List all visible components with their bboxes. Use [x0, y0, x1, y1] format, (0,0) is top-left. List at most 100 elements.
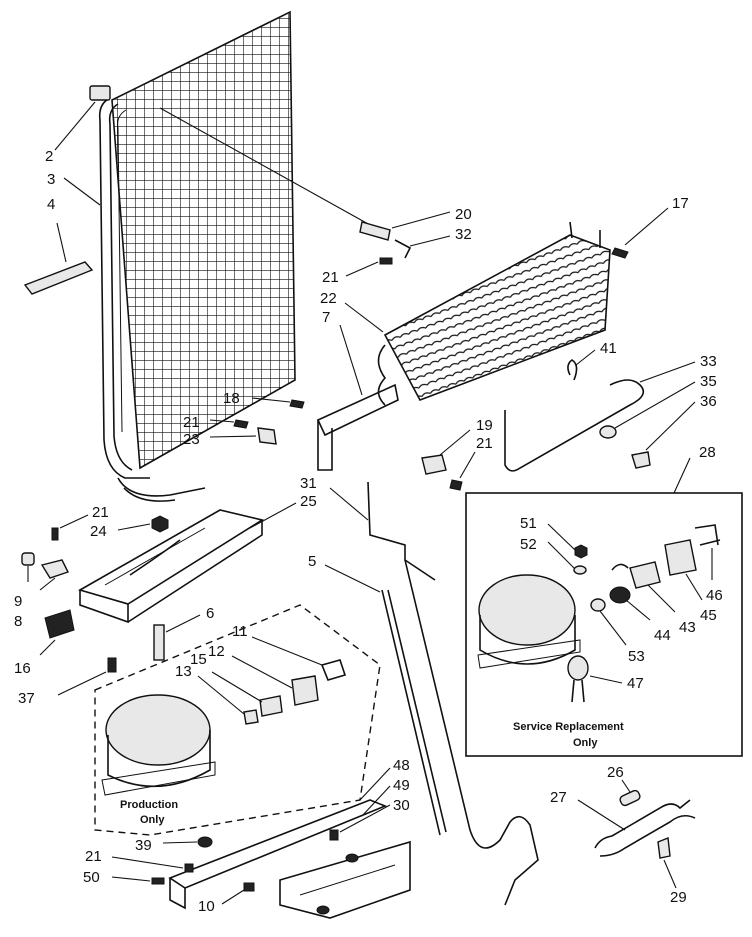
callout-31: 31 — [300, 475, 317, 492]
callout-49: 49 — [393, 777, 410, 794]
part-37-screw: 37 — [18, 657, 117, 707]
condenser-coil — [98, 10, 296, 502]
part-18-screw: 18 — [223, 390, 305, 409]
service-label-line1: Service Replacement — [513, 721, 624, 733]
callout-37: 37 — [18, 690, 35, 707]
part-31-drain-tube: 31 — [300, 475, 436, 581]
callout-19: 19 — [476, 417, 493, 434]
production-label-line2: Only — [140, 814, 165, 826]
part-2-clip: 2 — [45, 85, 111, 165]
part-13-cover: 13 — [175, 663, 259, 725]
part-23-clip: 21 23 — [183, 414, 277, 448]
callout-5: 5 — [308, 553, 316, 570]
part-21-screw-bottom: 21 — [85, 848, 194, 873]
part-12-relay: 12 — [208, 643, 319, 706]
part-21-screw-top: 21 — [322, 257, 393, 286]
callout-22: 22 — [320, 290, 337, 307]
part-5-tube: 5 — [308, 553, 447, 836]
callout-32: 32 — [455, 226, 472, 243]
callout-25: 25 — [300, 493, 317, 510]
leader-3 — [63, 177, 101, 206]
part-19-thermostat: 19 — [421, 417, 493, 475]
part-21-screw-mid: 21 — [449, 435, 493, 491]
callout-12: 12 — [208, 643, 225, 660]
part-30-mount: 30 — [329, 797, 410, 841]
production-label-line1: Production — [120, 799, 178, 811]
callout-53: 53 — [628, 648, 645, 665]
callout-27: 27 — [550, 789, 567, 806]
service-label-line2: Only — [573, 737, 598, 749]
callout-15: 15 — [190, 651, 207, 668]
callout-21b: 21 — [183, 414, 200, 431]
part-36-clip: 36 — [631, 393, 717, 469]
part-26-cap: 26 — [607, 764, 641, 807]
part-10-grommet: 10 — [198, 882, 255, 915]
callout-48: 48 — [393, 757, 410, 774]
callout-3: 3 — [47, 171, 55, 188]
part-4-bracket: 4 — [23, 196, 94, 295]
part-32-clip: 32 — [394, 226, 472, 259]
callout-6: 6 — [206, 605, 214, 622]
callout-21a: 21 — [322, 269, 339, 286]
callout-45: 45 — [700, 607, 717, 624]
evaporator-coil: 22 — [320, 221, 611, 406]
suction-tube — [404, 559, 539, 906]
callout-18: 18 — [223, 390, 240, 407]
callout-8: 8 — [14, 613, 22, 630]
callout-17: 17 — [672, 195, 689, 212]
part-17-screw: 17 — [611, 195, 689, 259]
part-27-drier: 27 — [550, 789, 696, 857]
part-49-screw: 49 — [361, 777, 410, 817]
callout-21e: 21 — [85, 848, 102, 865]
part-24-nut: 24 — [90, 515, 169, 540]
part-25-drain-pan: 25 — [77, 493, 317, 624]
callout-21d: 21 — [92, 504, 109, 521]
callout-46: 46 — [706, 587, 723, 604]
callout-20: 20 — [455, 206, 472, 223]
callout-36: 36 — [700, 393, 717, 410]
callout-44: 44 — [654, 627, 671, 644]
callout-41: 41 — [600, 340, 617, 357]
part-7-bracket: 7 — [316, 309, 399, 471]
callout-26: 26 — [607, 764, 624, 781]
callout-30: 30 — [393, 797, 410, 814]
compressor-base — [168, 799, 411, 919]
callout-2: 2 — [45, 148, 53, 165]
part-15-overload: 15 — [190, 651, 283, 717]
callout-33: 33 — [700, 353, 717, 370]
part-9-plug: 9 — [14, 552, 35, 610]
service-replacement-box: 28 Service Replacement Only 51 52 53 44 … — [465, 444, 743, 757]
callout-4: 4 — [47, 196, 55, 213]
callout-9: 9 — [14, 593, 22, 610]
callout-52: 52 — [520, 536, 537, 553]
part-8-bracket: 8 — [14, 559, 69, 630]
callout-47: 47 — [627, 675, 644, 692]
callout-35: 35 — [700, 373, 717, 390]
callout-43: 43 — [679, 619, 696, 636]
callout-28: 28 — [699, 444, 716, 461]
part-35-grommet: 35 — [599, 373, 717, 439]
part-33-tube: 33 — [504, 353, 717, 472]
part-41-clip: 41 — [567, 340, 617, 381]
callout-11: 11 — [232, 623, 248, 640]
callout-10: 10 — [198, 898, 215, 915]
callout-29: 29 — [670, 889, 687, 906]
part-6-post: 6 — [153, 605, 214, 661]
part-16-relay: 16 — [14, 609, 75, 677]
part-50-screw: 50 — [83, 869, 165, 886]
callout-50: 50 — [83, 869, 100, 886]
part-29-clip: 29 — [657, 837, 687, 906]
part-39-grommet: 39 — [135, 836, 213, 854]
callout-24: 24 — [90, 523, 107, 540]
callout-7: 7 — [322, 309, 330, 326]
callout-21c: 21 — [476, 435, 493, 452]
part-11-clip: 11 — [232, 623, 347, 681]
callout-16: 16 — [14, 660, 31, 677]
part-48-rail: 48 — [359, 757, 410, 801]
callout-39: 39 — [135, 837, 152, 854]
callout-51: 51 — [520, 515, 537, 532]
callout-23: 23 — [183, 431, 200, 448]
part-20-clip: 20 — [159, 107, 472, 241]
callout-13: 13 — [175, 663, 192, 680]
